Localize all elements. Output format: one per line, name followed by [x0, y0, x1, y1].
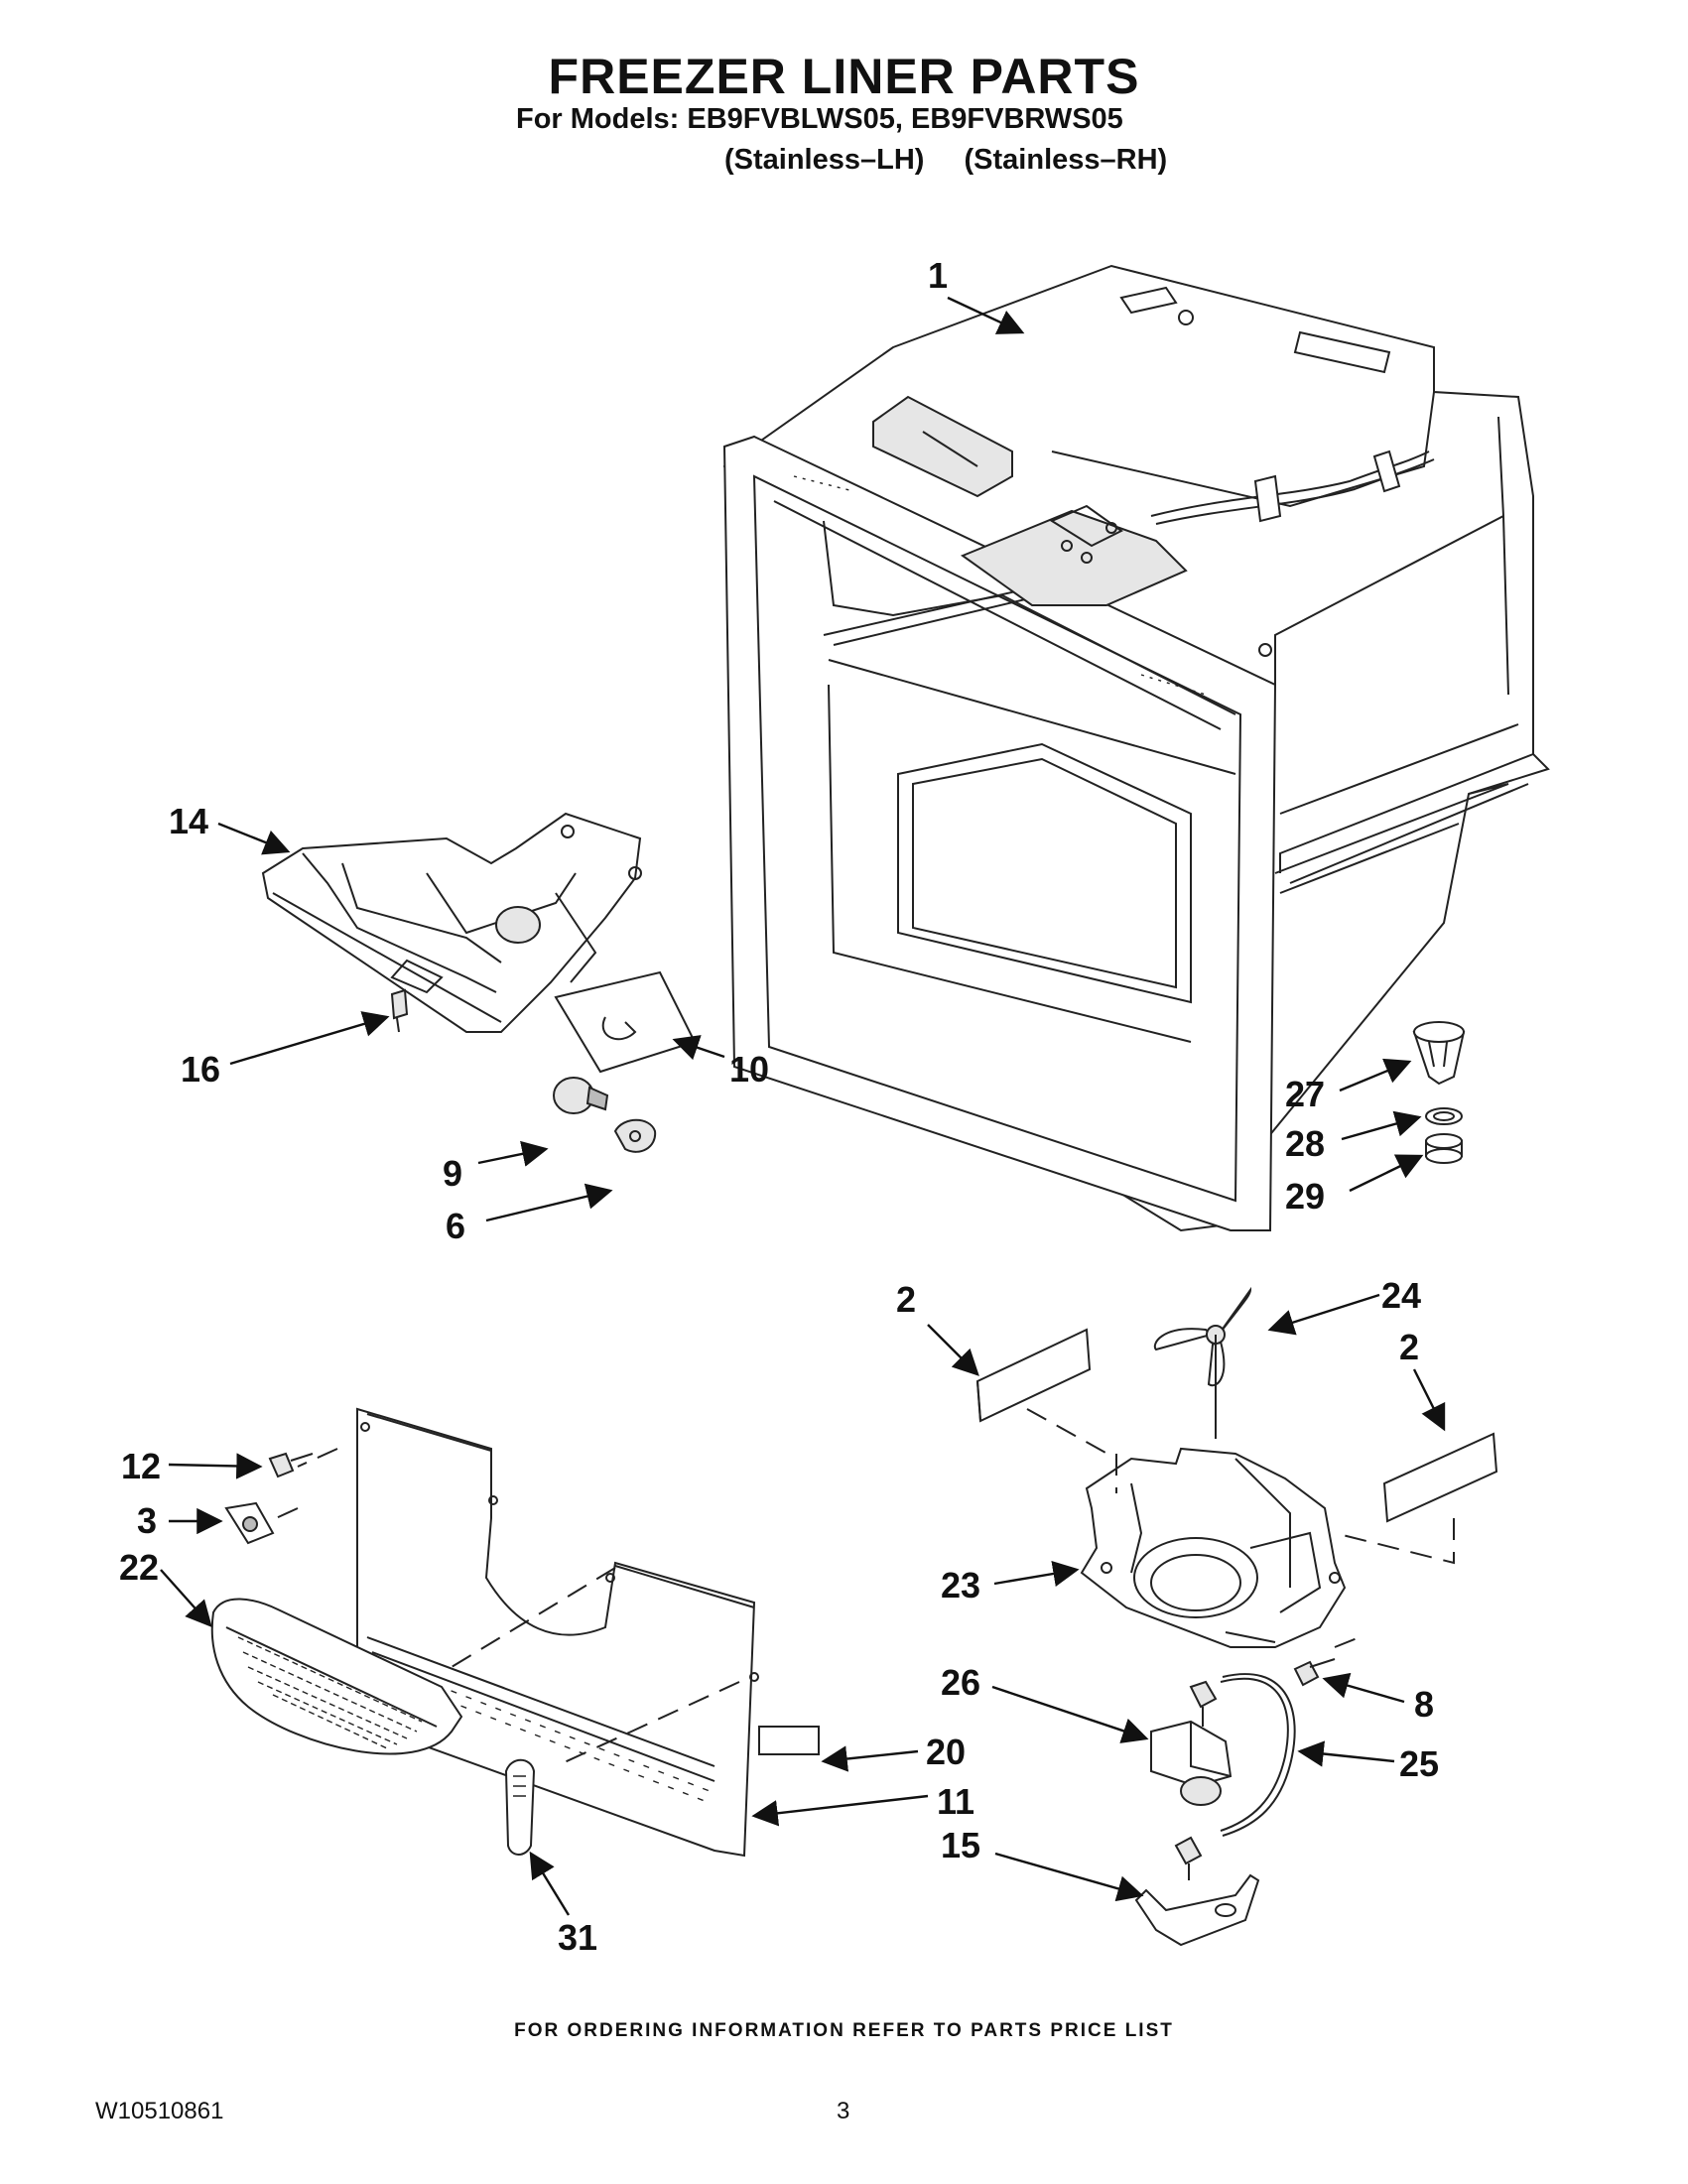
callout-8: 8 — [1414, 1684, 1434, 1725]
callout-29: 29 — [1285, 1176, 1325, 1217]
callout-26: 26 — [941, 1662, 980, 1703]
callout-arrow-31 — [529, 1851, 571, 1916]
duct-clip — [390, 988, 409, 1033]
wire-harness — [1220, 1673, 1296, 1837]
screw-left — [268, 1452, 314, 1478]
page-number: 3 — [837, 2098, 850, 2124]
callout-10: 10 — [729, 1049, 769, 1090]
callout-14: 14 — [169, 801, 208, 841]
foam-strip — [758, 1726, 820, 1755]
freezer-liner — [722, 264, 1550, 1232]
variant-right: (Stainless–RH) — [964, 144, 1168, 176]
callout-9: 9 — [443, 1153, 462, 1194]
callout-arrow-24 — [1267, 1293, 1380, 1336]
callout-arrow-1 — [947, 296, 1025, 334]
foam-block-right — [1382, 1432, 1498, 1523]
variant-left: (Stainless–LH) — [724, 144, 925, 176]
callout-11: 11 — [937, 1781, 974, 1822]
light-socket — [613, 1118, 657, 1153]
document-number: W10510861 — [95, 2098, 224, 2124]
callout-3: 3 — [137, 1500, 157, 1541]
light-bulb — [553, 1077, 609, 1114]
callout-28: 28 — [1285, 1123, 1325, 1164]
callout-arrow-10 — [672, 1035, 725, 1061]
callout-1: 1 — [928, 255, 948, 296]
callout-16: 16 — [181, 1049, 220, 1090]
foam-block-left — [975, 1328, 1092, 1423]
callout-24: 24 — [1381, 1275, 1421, 1316]
fan-shroud — [1080, 1447, 1347, 1648]
insulation-pad — [554, 970, 697, 1074]
callout-2-left: 2 — [896, 1279, 916, 1320]
thermistor-housing — [504, 1758, 536, 1856]
air-duct-cover — [261, 812, 642, 1033]
callout-27: 27 — [1285, 1074, 1325, 1114]
callout-15: 15 — [941, 1825, 980, 1865]
callout-arrow-25 — [1297, 1740, 1395, 1767]
callout-25: 25 — [1399, 1743, 1439, 1784]
motor-bracket — [1134, 1836, 1260, 1947]
callout-arrow-12 — [168, 1453, 263, 1479]
callout-arrow-2-right — [1412, 1368, 1446, 1432]
callout-arrow-14 — [217, 822, 291, 855]
callout-arrow-26 — [991, 1685, 1149, 1743]
callout-arrow-2-left — [927, 1324, 979, 1376]
mounting-bracket — [224, 1501, 275, 1545]
callout-arrow-28 — [1341, 1110, 1422, 1141]
variants-line: (Stainless–LH) (Stainless–RH) — [724, 144, 1193, 177]
callout-arrow-27 — [1339, 1058, 1412, 1092]
fan-blade — [1153, 1286, 1252, 1439]
callout-arrow-23 — [993, 1560, 1080, 1587]
callout-arrow-16 — [229, 1011, 390, 1066]
drain-plug — [1425, 1133, 1463, 1164]
drain-cup — [1412, 1021, 1466, 1086]
callout-arrow-15 — [994, 1852, 1144, 1902]
page-title: FREEZER LINER PARTS — [548, 49, 1140, 104]
callout-arrow-9 — [477, 1140, 549, 1167]
evaporator-cover-panel — [356, 1407, 759, 1858]
callout-arrow-8 — [1322, 1672, 1405, 1704]
callout-6: 6 — [446, 1206, 465, 1246]
callout-arrow-6 — [485, 1183, 613, 1222]
screw-right — [1293, 1636, 1361, 1687]
callout-31: 31 — [558, 1917, 597, 1958]
callout-arrow-22 — [160, 1569, 212, 1627]
air-grille — [210, 1598, 463, 1755]
fan-motor — [1150, 1680, 1233, 1806]
callout-22: 22 — [119, 1547, 159, 1588]
callout-arrow-11 — [751, 1794, 929, 1827]
callout-2-right: 2 — [1399, 1327, 1419, 1367]
callout-12: 12 — [121, 1446, 161, 1486]
callout-20: 20 — [926, 1732, 966, 1772]
ordering-note: FOR ORDERING INFORMATION REFER TO PARTS … — [514, 2020, 1174, 2041]
callout-23: 23 — [941, 1565, 980, 1606]
models-line: For Models: EB9FVBLWS05, EB9FVBRWS05 — [516, 103, 1123, 135]
callout-arrow-20 — [821, 1745, 919, 1772]
drain-washer — [1425, 1107, 1463, 1125]
callout-arrow-29 — [1349, 1154, 1424, 1193]
